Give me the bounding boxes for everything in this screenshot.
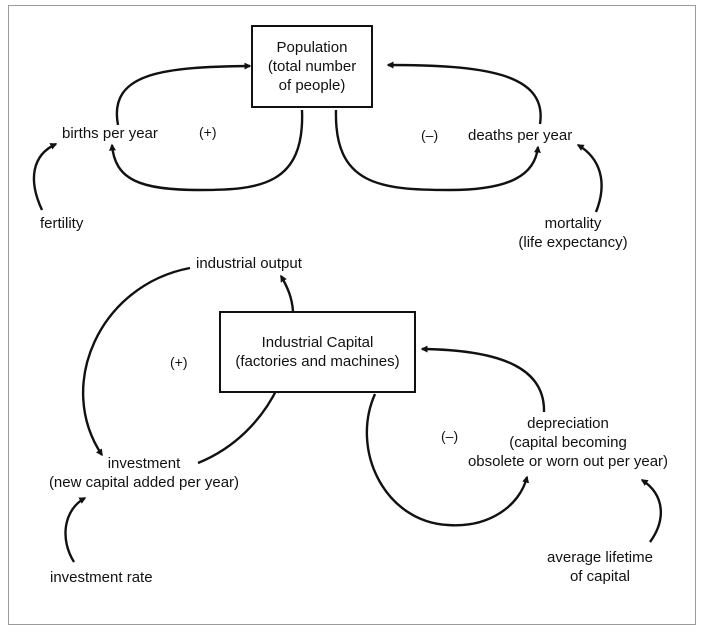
- industrial-capital-subtitle: (factories and machines): [235, 353, 400, 370]
- mortality-label: mortality (life expectancy): [508, 214, 638, 252]
- population-box: Population (total number of people): [251, 25, 373, 108]
- depreciation-line3: obsolete or worn out per year): [467, 453, 669, 470]
- population-positive-loop-sign: (+): [199, 124, 217, 140]
- industrial-capital-box: Industrial Capital (factories and machin…: [219, 311, 416, 393]
- depreciation-line2: (capital becoming: [509, 434, 627, 451]
- average-lifetime-label: average lifetime of capital: [532, 548, 668, 586]
- diagram-frame: [8, 5, 696, 625]
- arrow-output-to-investment: [82, 266, 191, 457]
- population-title: Population: [276, 39, 348, 56]
- depreciation-label: depreciation (capital becoming obsolete …: [463, 414, 673, 471]
- capital-negative-loop-sign: (–): [441, 428, 459, 444]
- arrow-deaths-to-population: [386, 61, 542, 125]
- arrow-population-to-births: [108, 109, 304, 192]
- average-lifetime-line1: average lifetime: [547, 549, 653, 566]
- fertility-label: fertility: [40, 215, 84, 232]
- arrow-depreciation-to-capital: [420, 345, 546, 413]
- investment-line2: (new capital added per year): [48, 474, 240, 491]
- arrow-lifetime-to-depreciation: [640, 478, 663, 543]
- arrow-mortality-to-deaths: [576, 143, 603, 213]
- investment-rate-label: investment rate: [50, 569, 153, 586]
- average-lifetime-line2: of capital: [569, 568, 631, 585]
- arrow-rate-to-investment: [64, 496, 87, 563]
- industrial-capital-title: Industrial Capital: [261, 334, 374, 351]
- arrow-investment-to-capital: [197, 385, 280, 465]
- population-subtitle-1: (total number: [267, 58, 357, 75]
- population-subtitle-2: of people): [278, 77, 346, 94]
- capital-positive-loop-sign: (+): [170, 354, 188, 370]
- arrow-capital-to-depreciation: [365, 393, 530, 527]
- arrow-capital-to-output: [279, 274, 295, 312]
- depreciation-line1: depreciation: [527, 415, 609, 432]
- deaths-per-year-label: deaths per year: [468, 127, 573, 144]
- population-negative-loop-sign: (–): [421, 127, 439, 143]
- mortality-line1: mortality: [544, 215, 602, 232]
- investment-label: investment (new capital added per year): [36, 454, 252, 492]
- mortality-line2: (life expectancy): [518, 234, 628, 251]
- arrow-fertility-to-births: [32, 142, 58, 211]
- births-per-year-label: births per year: [62, 125, 158, 142]
- investment-line1: investment: [107, 455, 181, 472]
- industrial-output-label: industrial output: [196, 255, 302, 272]
- arrow-births-to-population: [115, 62, 252, 126]
- arrow-population-to-deaths: [334, 109, 541, 192]
